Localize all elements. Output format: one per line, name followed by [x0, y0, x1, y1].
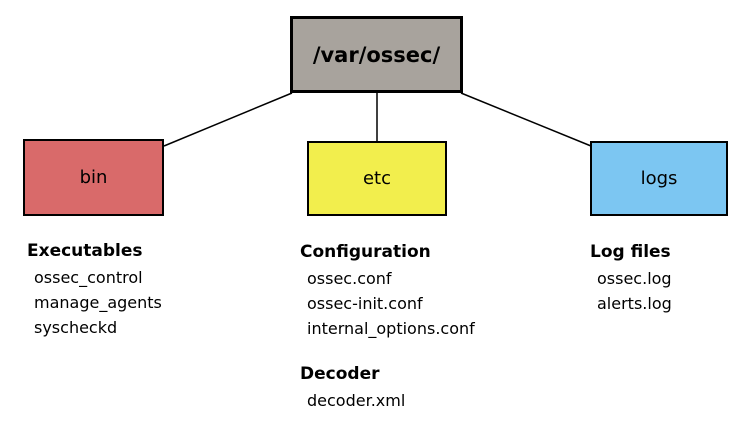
connector-root-bin: [163, 92, 293, 147]
section-heading: Configuration: [300, 242, 431, 262]
file-item: ossec.log: [597, 269, 672, 288]
file-item: manage_agents: [34, 293, 162, 312]
section-log-files: Log files ossec.log alerts.log: [590, 241, 672, 316]
section-heading: Executables: [27, 241, 143, 261]
file-item: decoder.xml: [307, 391, 406, 410]
file-item: ossec_control: [34, 268, 143, 287]
file-list-bin: Executables ossec_control manage_agents …: [27, 240, 162, 340]
root-folder-label: /var/ossec/: [312, 42, 441, 67]
file-item: ossec.conf: [307, 269, 392, 288]
section-configuration: Configuration ossec.conf ossec-init.conf…: [300, 241, 475, 341]
folder-label-logs: logs: [640, 168, 678, 189]
file-item: ossec-init.conf: [307, 294, 423, 313]
file-list-etc: Configuration ossec.conf ossec-init.conf…: [300, 241, 475, 413]
section-heading: Decoder: [300, 364, 380, 384]
section-decoder: Decoder decoder.xml: [300, 363, 475, 413]
file-item: alerts.log: [597, 294, 672, 313]
file-item: syscheckd: [34, 318, 118, 337]
folder-box-logs: logs: [590, 141, 728, 216]
section-executables: Executables ossec_control manage_agents …: [27, 240, 162, 340]
file-list-logs: Log files ossec.log alerts.log: [590, 241, 672, 316]
connector-root-logs: [460, 92, 592, 147]
file-item: internal_options.conf: [307, 319, 475, 338]
folder-box-bin: bin: [23, 139, 164, 216]
section-heading: Log files: [590, 242, 671, 262]
folder-label-bin: bin: [79, 167, 108, 188]
root-folder-box: /var/ossec/: [290, 16, 463, 93]
folder-box-etc: etc: [307, 141, 447, 216]
folder-label-etc: etc: [362, 168, 392, 189]
